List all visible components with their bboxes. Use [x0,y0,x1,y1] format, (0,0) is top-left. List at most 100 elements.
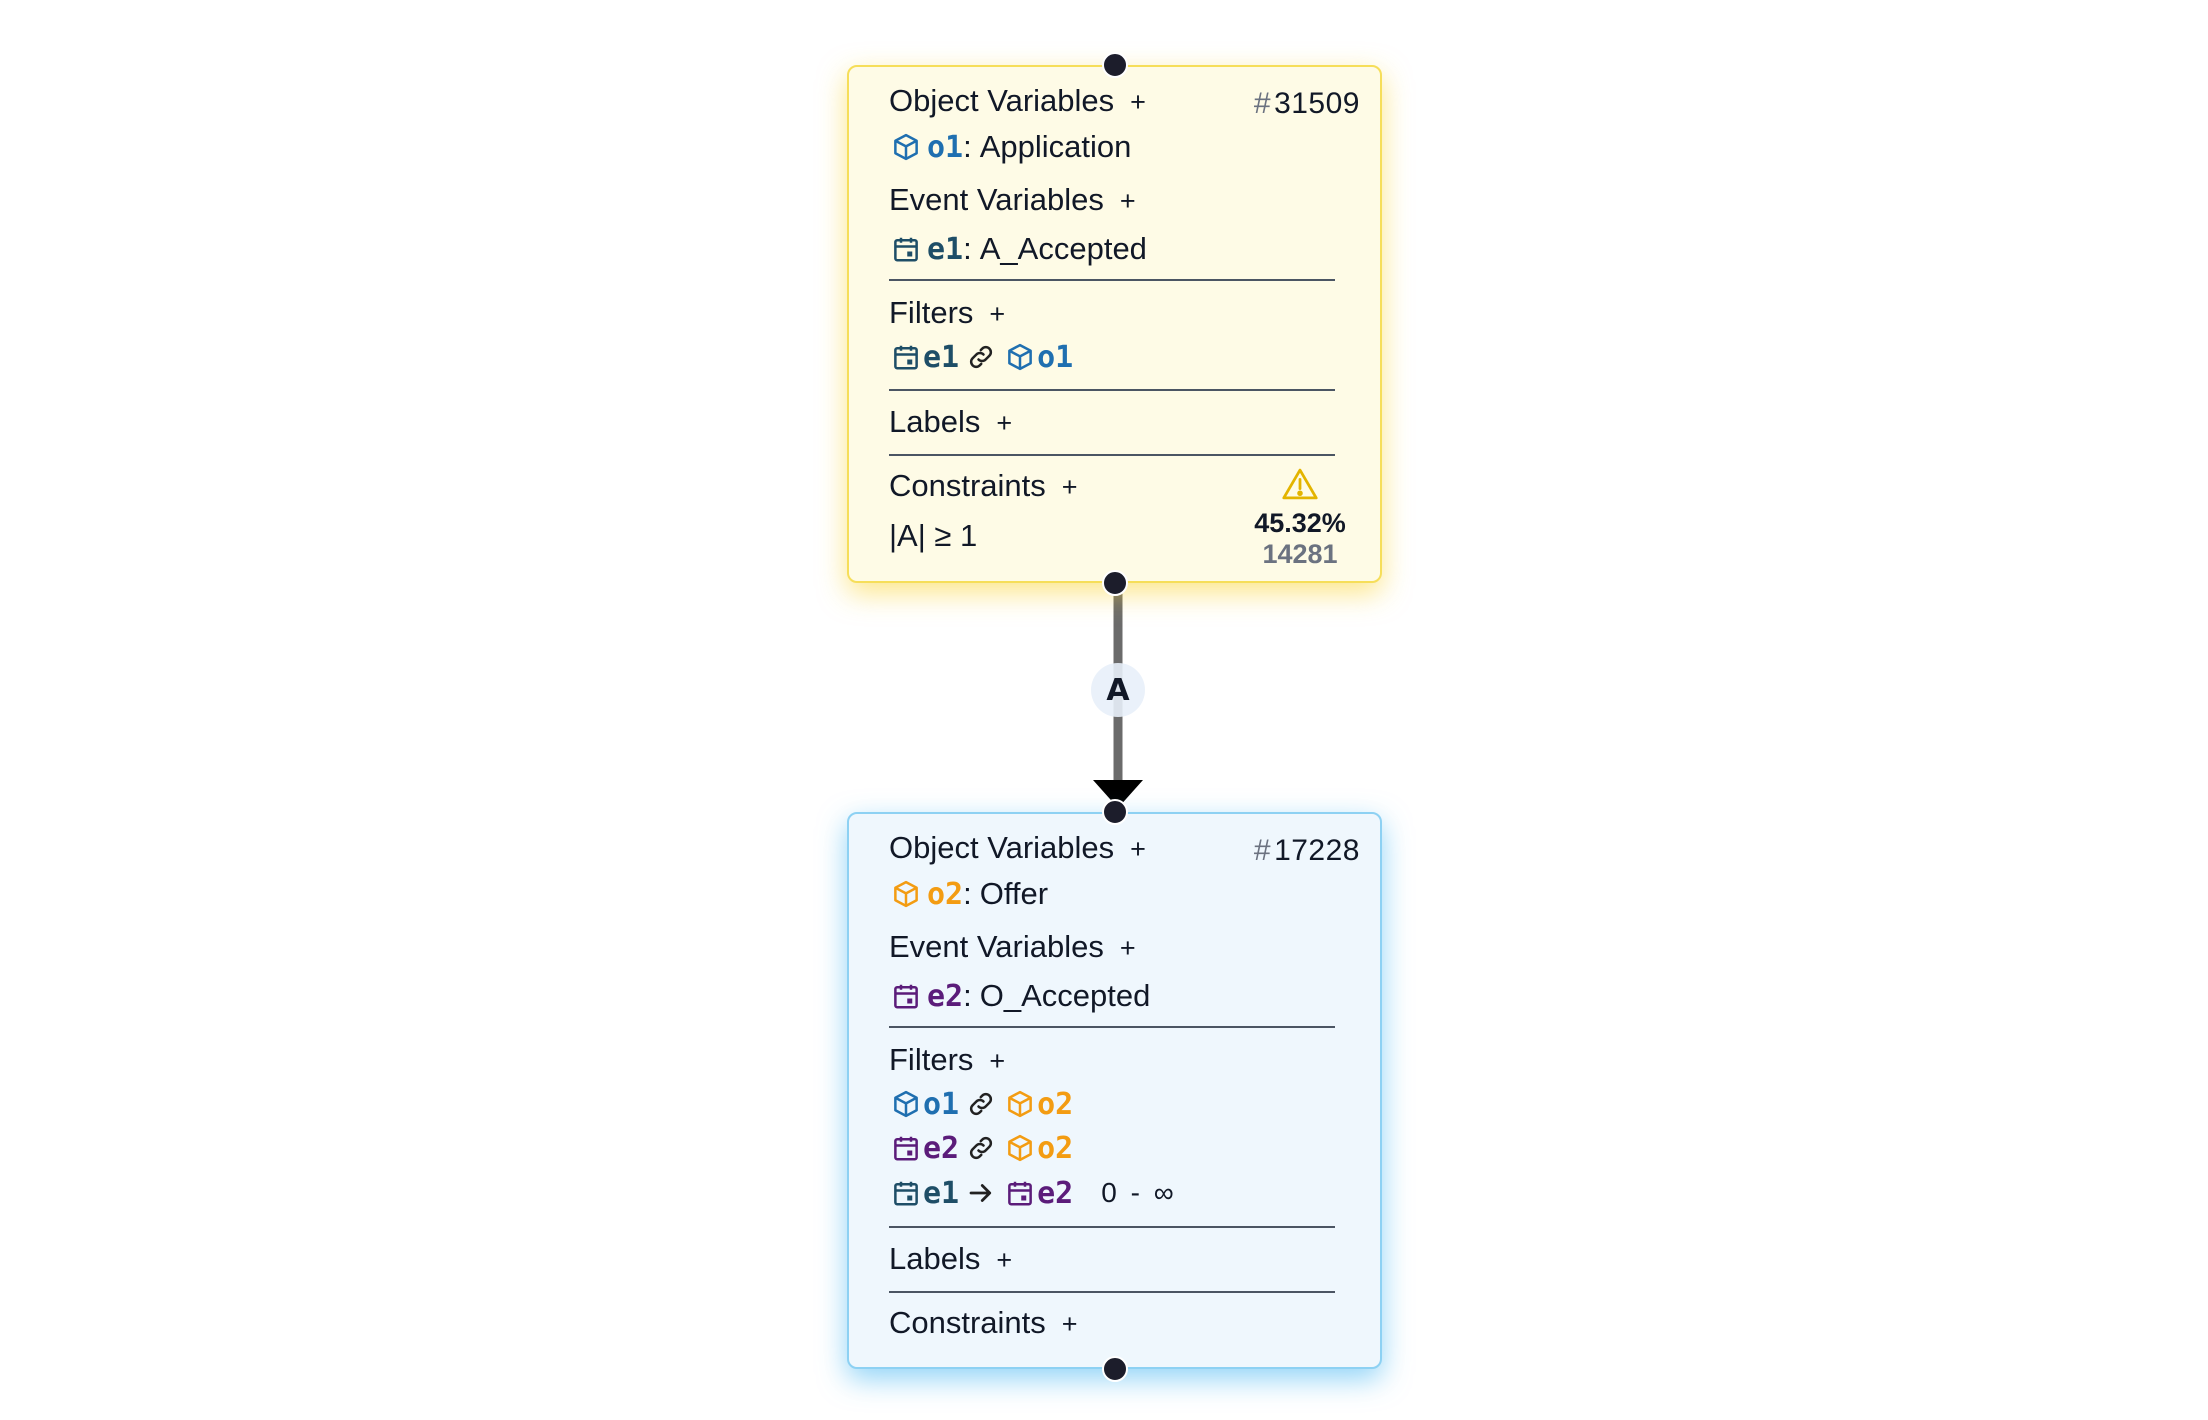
node-count: #17228 [1254,834,1360,868]
edge-label[interactable]: A [1091,663,1145,717]
filter-item[interactable]: e2 o2 [889,1128,1073,1168]
calendar-icon [1003,1176,1037,1210]
labels-section: Labels + [889,404,1335,444]
constraint-text: |A| ≥ 1 [889,518,978,553]
filter-left-variable: o1 [923,1086,960,1122]
event-variables-title: Event Variables [889,929,1104,964]
section-divider [889,1291,1335,1293]
event-variable-name: e1 [927,231,964,267]
cube-icon [1003,340,1037,374]
section-divider [889,1026,1335,1028]
event-variable-item[interactable]: e2 : O_Accepted [889,976,1150,1016]
object-variables-section: Object Variables + o1 : Application [889,83,1335,165]
add-object-variable-button[interactable]: + [1130,834,1146,864]
labels-title: Labels [889,404,981,439]
count-value: 17228 [1274,834,1360,867]
filter-right-variable: e2 [1037,1175,1074,1211]
constraint-stats: 45.32% 14281 [1245,467,1355,570]
cube-icon [1003,1087,1037,1121]
add-constraint-button[interactable]: + [1061,1309,1078,1339]
query-node-bottom[interactable]: #17228 Object Variables + o2 : Offer Even… [847,799,1382,1382]
section-divider [889,389,1335,391]
warning-icon [1280,467,1320,501]
variable-separator: : [963,876,972,911]
calendar-icon [889,979,923,1013]
filter-right-variable: o1 [1037,339,1074,375]
event-variables-title: Event Variables [889,182,1104,217]
variable-separator: : [963,231,972,266]
section-divider [889,1226,1335,1228]
constraint-item[interactable]: |A| ≥ 1 [889,516,977,556]
filter-right-variable: o2 [1037,1130,1074,1166]
arrow-right-icon [961,1176,1001,1210]
filter-item[interactable]: o1 o2 [889,1084,1073,1124]
add-label-button[interactable]: + [996,1245,1013,1275]
object-variable-item[interactable]: o1 : Application [889,127,1131,167]
output-handle[interactable] [1101,1356,1128,1382]
cube-icon [889,130,923,164]
input-handle[interactable] [1101,52,1128,78]
count-value: 31509 [1274,87,1360,120]
add-filter-button[interactable]: + [989,299,1006,329]
variable-separator: : [963,129,972,164]
object-variable-item[interactable]: o2 : Offer [889,874,1048,914]
constraints-title: Constraints [889,1305,1046,1340]
constraints-title: Constraints [889,468,1046,503]
link-icon [961,1087,1001,1121]
event-variable-name: e2 [927,978,964,1014]
count-hash: # [1253,87,1272,120]
link-icon [961,340,1001,374]
calendar-icon [889,1131,923,1165]
violation-count: 14281 [1262,539,1338,569]
add-event-variable-button[interactable]: + [1119,186,1136,216]
cube-icon [1003,1131,1037,1165]
violation-percent: 45.32% [1254,508,1346,538]
object-type: Offer [979,876,1049,911]
filters-section: Filters + o1 o2 e2 o2 e1 e2 0 - ∞ [889,1042,1335,1211]
link-icon [961,1131,1001,1165]
add-object-variable-button[interactable]: + [1130,87,1146,117]
section-divider [889,454,1335,456]
filters-section: Filters + e1 o1 [889,295,1335,375]
object-type: Application [979,129,1132,164]
constraints-section: Constraints + [889,1305,1335,1345]
filter-right-variable: o2 [1037,1086,1074,1122]
object-variable-name: o2 [927,876,964,912]
object-variables-title: Object Variables [889,830,1115,865]
section-divider [889,279,1335,281]
object-variable-name: o1 [927,129,964,165]
filter-left-variable: e1 [923,339,960,375]
output-handle[interactable] [1101,570,1128,596]
object-variables-title: Object Variables [889,83,1115,118]
count-hash: # [1253,834,1272,867]
calendar-icon [889,340,923,374]
event-type: O_Accepted [979,978,1151,1013]
object-variables-section: Object Variables + o2 : Offer [889,830,1335,912]
calendar-icon [889,1176,923,1210]
node-count: #31509 [1254,87,1360,121]
labels-title: Labels [889,1241,981,1276]
event-type: A_Accepted [979,231,1147,266]
add-filter-button[interactable]: + [989,1046,1006,1076]
time-range[interactable]: 0 - ∞ [1101,1177,1177,1208]
cube-icon [889,1087,923,1121]
constraints-section: Constraints + |A| ≥ 1 [889,468,1335,553]
input-handle[interactable] [1101,799,1128,825]
filters-title: Filters [889,1042,974,1077]
filter-left-variable: e2 [923,1130,960,1166]
labels-section: Labels + [889,1241,1335,1281]
variable-separator: : [963,978,972,1013]
event-variables-section: Event Variables + e1 : A_Accepted [889,182,1335,267]
cube-icon [889,877,923,911]
filter-item[interactable]: e1 o1 [889,337,1073,377]
filter-left-variable: e1 [923,1175,960,1211]
filter-item[interactable]: e1 e2 0 - ∞ [889,1173,1177,1213]
event-variables-section: Event Variables + e2 : O_Accepted [889,929,1335,1014]
add-label-button[interactable]: + [996,408,1013,438]
add-event-variable-button[interactable]: + [1119,933,1136,963]
event-variable-item[interactable]: e1 : A_Accepted [889,229,1147,269]
filters-title: Filters [889,295,974,330]
calendar-icon [889,232,923,266]
add-constraint-button[interactable]: + [1061,472,1078,502]
query-node-top[interactable]: #31509 Object Variables + o1 : Applicatio… [847,52,1382,596]
